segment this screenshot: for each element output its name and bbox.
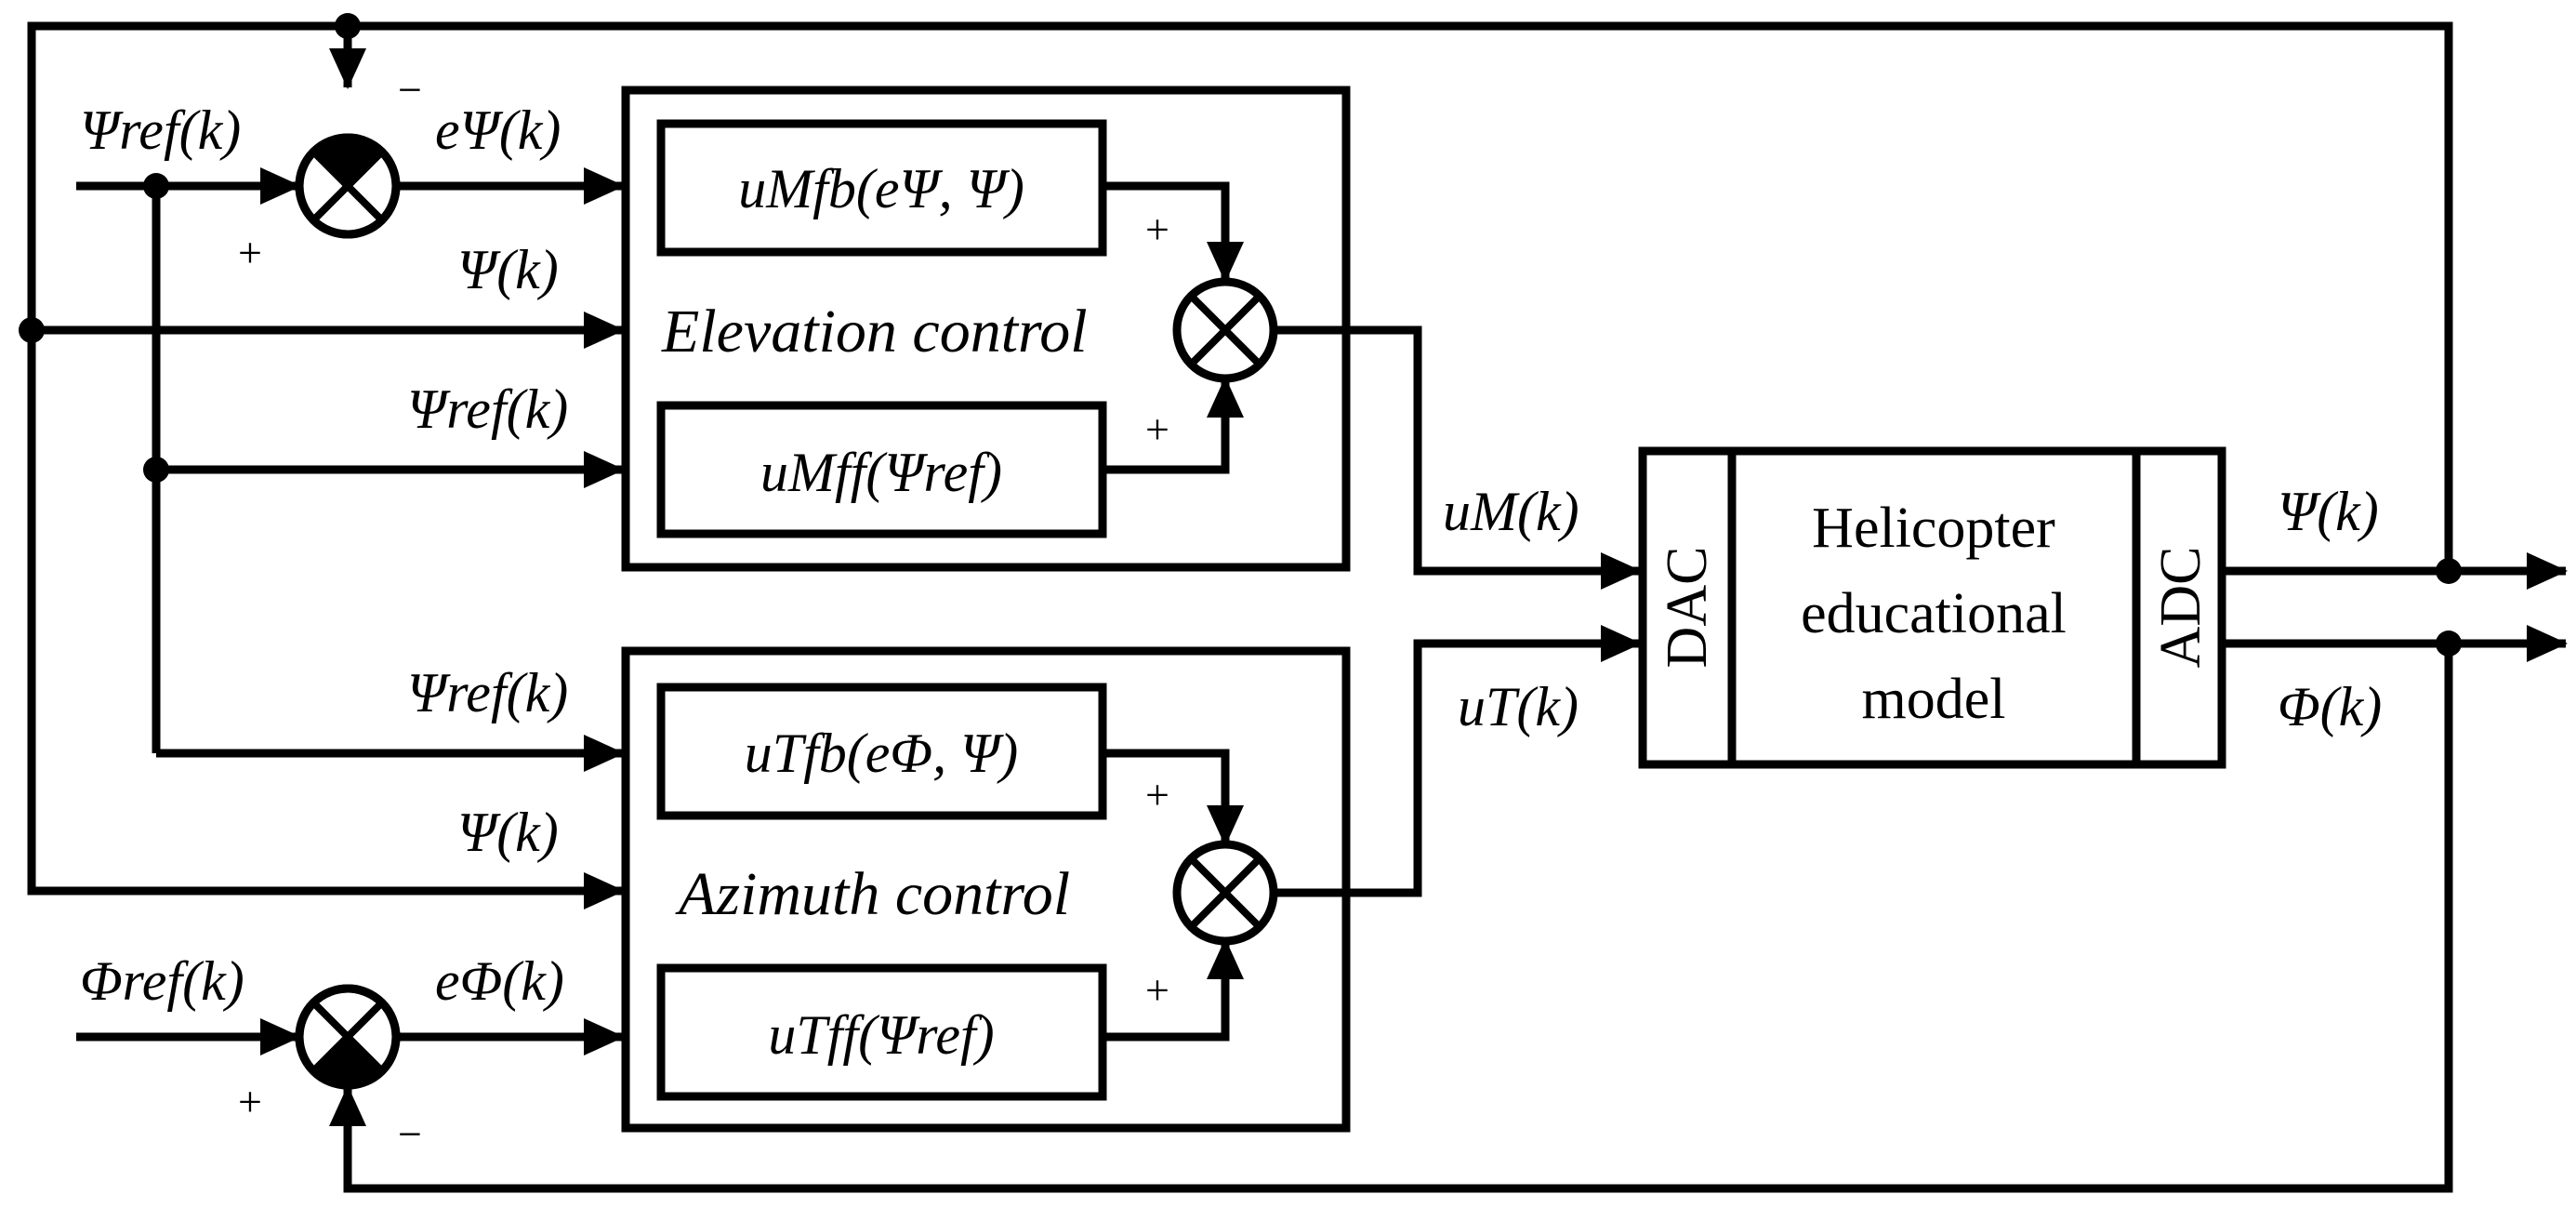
plant-title-line-2: educational <box>1801 582 2067 645</box>
label-psi-ref-azimuth: Ψref(k) <box>407 662 568 723</box>
label-psi-elevation: Ψ(k) <box>457 239 559 300</box>
u-tfb-block <box>656 683 1107 820</box>
label-psi-ref-input: Ψref(k) <box>80 100 241 161</box>
plant-title-line-3: model <box>1862 668 2006 731</box>
sum-junction-azimuth-error <box>295 984 401 1090</box>
label-u-tfb: uTfb(eΦ, Ψ) <box>745 723 1019 784</box>
label-dac: DAC <box>1656 547 1719 669</box>
label-psi-azimuth: Ψ(k) <box>457 802 559 863</box>
plant-title-line-1: Helicopter <box>1812 497 2055 560</box>
sum-junction-azimuth-output <box>1172 840 1278 946</box>
junction-dot-psi-branch <box>143 173 169 199</box>
label-e-phi: eΦ(k) <box>435 950 564 1012</box>
sum-junction-elevation-error <box>295 133 401 239</box>
junction-dot-top <box>335 13 361 39</box>
label-psi-ref-elevation-ff: Ψref(k) <box>407 378 568 440</box>
sign-plus-phi-ref: + <box>238 1078 262 1125</box>
label-u-t: uT(k) <box>1458 676 1579 737</box>
sign-minus-bottom: − <box>398 1110 422 1158</box>
label-phi-output: Φ(k) <box>2278 676 2382 737</box>
sum-junction-elevation-output <box>1172 277 1278 383</box>
junction-dot-psi-left <box>19 317 45 343</box>
sign-plus-mfb: + <box>1145 206 1169 253</box>
sign-minus-top: − <box>398 66 422 113</box>
junction-dot-phi-out <box>2436 630 2462 657</box>
sign-plus-tff: + <box>1145 966 1169 1014</box>
label-u-tff: uTff(Ψref) <box>768 1004 994 1066</box>
junction-dot-psi-out <box>2436 558 2462 584</box>
helicopter-plant-block <box>1638 446 2226 769</box>
sign-plus-tfb: + <box>1145 771 1169 818</box>
title-elevation-control: Elevation control <box>661 298 1088 365</box>
label-u-mff: uMff(Ψref) <box>760 442 1002 503</box>
label-e-psi: eΨ(k) <box>435 100 561 161</box>
u-tff-block <box>656 963 1107 1101</box>
u-mfb-block <box>656 119 1107 257</box>
label-u-mfb: uMfb(eΨ, Ψ) <box>738 158 1024 219</box>
label-phi-ref-input: Φref(k) <box>80 950 244 1012</box>
junction-dot-psi-ref-ff <box>143 457 169 483</box>
label-psi-output: Ψ(k) <box>2278 481 2379 542</box>
label-u-m: uM(k) <box>1443 481 1579 542</box>
sign-plus-mff: + <box>1145 405 1169 453</box>
title-azimuth-control: Azimuth control <box>675 860 1070 928</box>
label-adc: ADC <box>2149 547 2213 669</box>
sign-plus-psi-ref: + <box>238 229 262 276</box>
